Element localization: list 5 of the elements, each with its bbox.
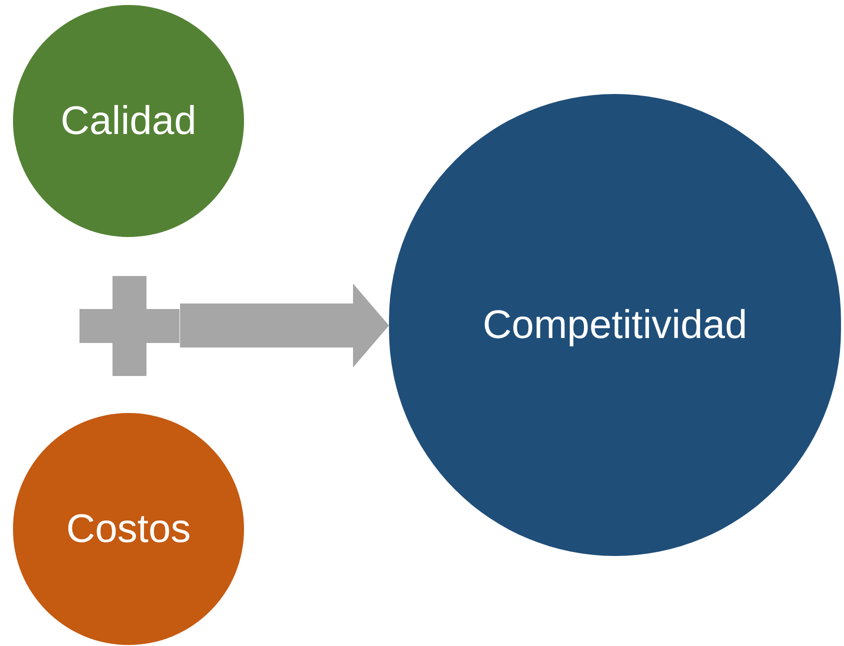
node-label: Costos [66,506,191,553]
block-arrow [180,284,389,368]
plus-sign [79,276,180,376]
node-label: Calidad [60,98,196,145]
node-label: Competitividad [482,302,748,349]
